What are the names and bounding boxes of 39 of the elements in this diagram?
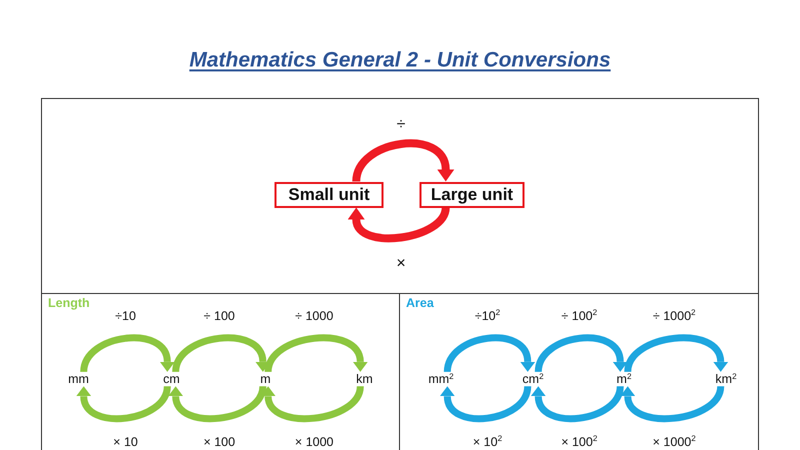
curved-arrow bbox=[533, 386, 624, 422]
panel-heading: Area bbox=[406, 296, 434, 310]
unit-box: Large unit bbox=[420, 182, 524, 208]
unit-label: mm$^{2}$ bbox=[428, 372, 454, 386]
edge-label: × 10 bbox=[112, 434, 139, 449]
curved-arrow bbox=[442, 386, 532, 422]
unit-label: m bbox=[260, 372, 271, 386]
page-title: Mathematics General 2 - Unit Conversions bbox=[189, 47, 611, 73]
curved-arrow bbox=[264, 334, 366, 373]
edge-label: × 1000$^{2}$ bbox=[652, 434, 697, 449]
curved-arrow bbox=[534, 334, 626, 372]
curved-arrow bbox=[172, 334, 268, 372]
curved-arrow bbox=[624, 334, 726, 373]
curved-arrow bbox=[170, 385, 266, 422]
curved-arrow bbox=[444, 334, 533, 372]
curved-arrow bbox=[80, 334, 172, 372]
edge-label: ÷10 bbox=[114, 308, 137, 323]
edge-label: ÷10$^{2}$ bbox=[474, 308, 502, 323]
unit-box: Small unit bbox=[274, 182, 384, 208]
unit-label: km$^{2}$ bbox=[715, 372, 737, 386]
edge-label: × 10$^{2}$ bbox=[472, 434, 504, 449]
edge-label: ÷ 100 bbox=[202, 308, 236, 323]
curved-arrow bbox=[352, 139, 452, 182]
curved-arrow bbox=[78, 386, 171, 422]
edge-label: ÷ 1000 bbox=[294, 308, 334, 323]
unit-label: mm bbox=[68, 372, 89, 386]
curved-arrow bbox=[263, 385, 364, 422]
unit-label: cm$^{2}$ bbox=[522, 372, 544, 386]
edge-label: ÷ 100$^{2}$ bbox=[560, 308, 598, 323]
edge-label: × 100$^{2}$ bbox=[560, 434, 598, 449]
unit-label: km bbox=[356, 372, 373, 386]
panel-heading: Length bbox=[48, 296, 90, 310]
curved-arrow bbox=[350, 206, 450, 242]
edge-label: × 1000 bbox=[294, 434, 335, 449]
unit-label: m$^{2}$ bbox=[616, 372, 632, 386]
edge-label: × 100 bbox=[202, 434, 236, 449]
unit-label: cm bbox=[163, 372, 180, 386]
edge-label: ÷ 1000$^{2}$ bbox=[652, 308, 697, 323]
conversion-panel bbox=[41, 98, 759, 294]
